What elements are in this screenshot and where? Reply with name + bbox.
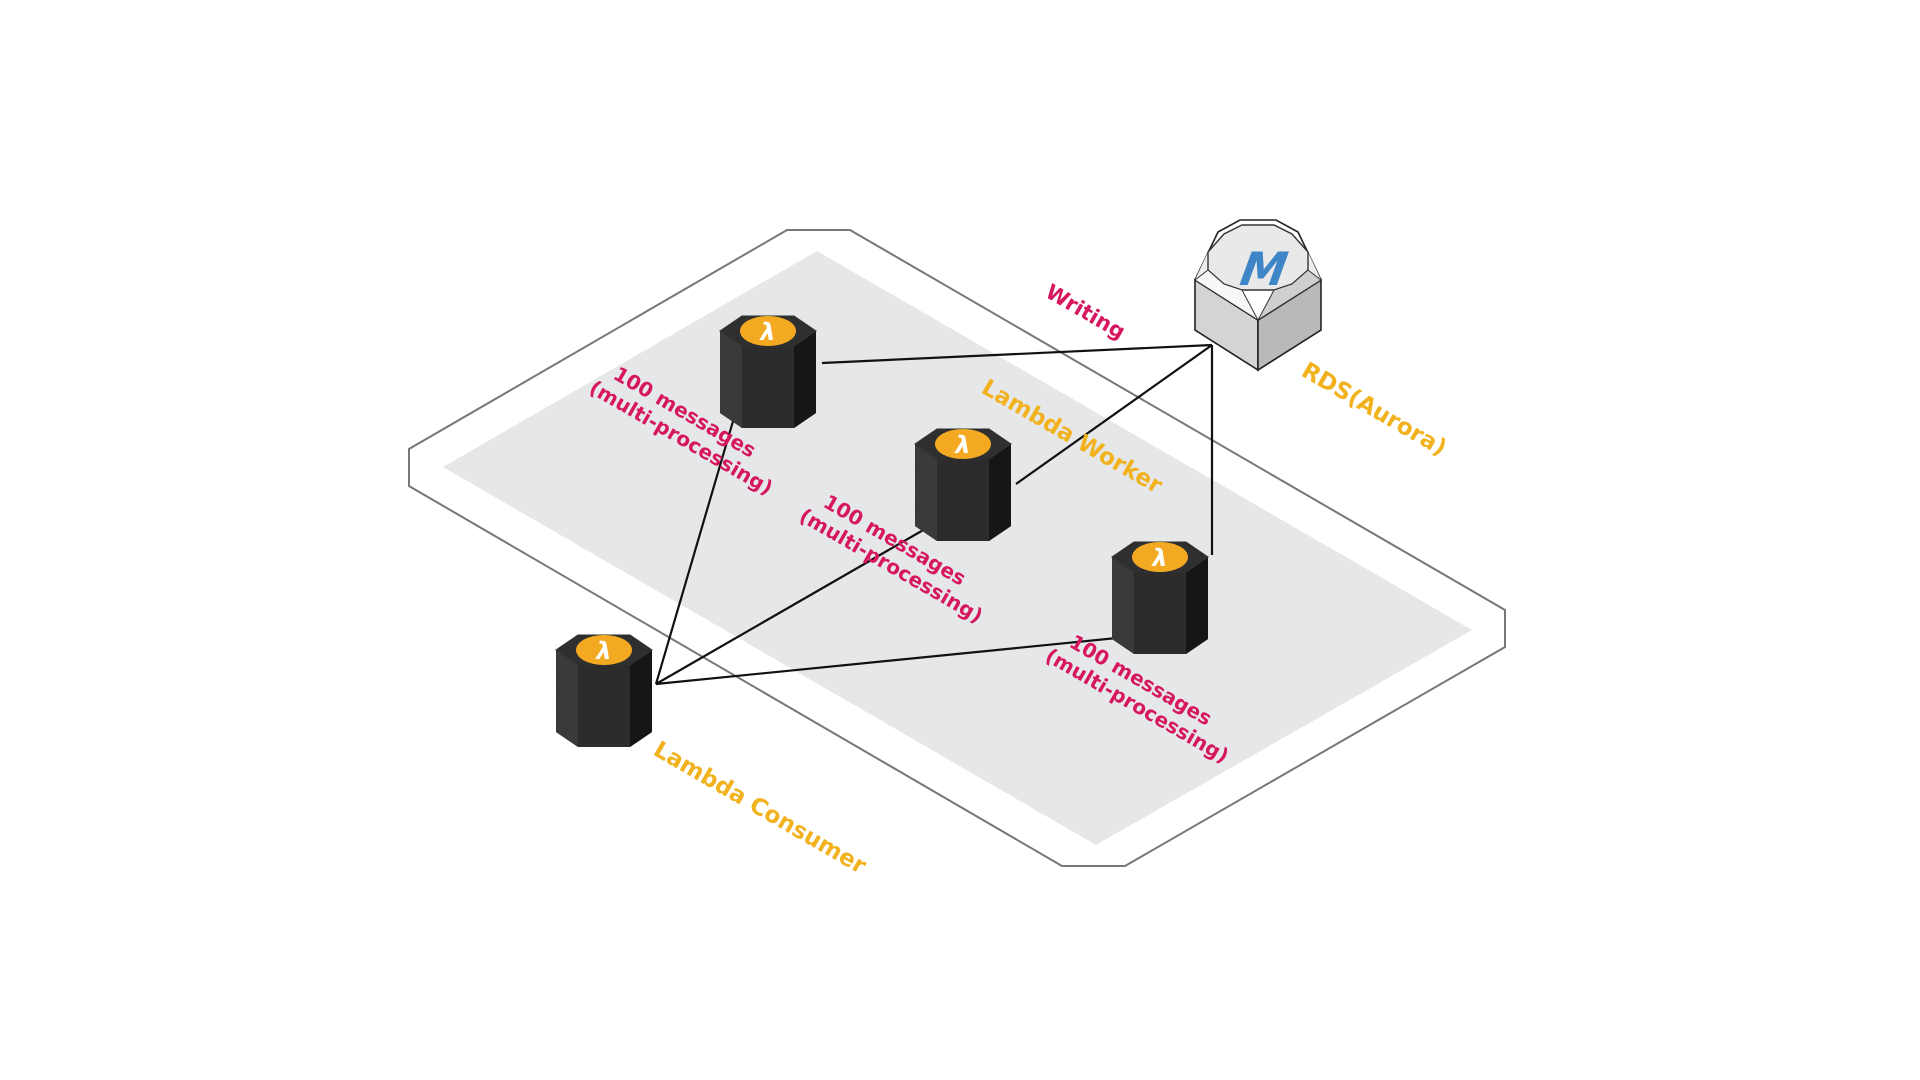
edge-consumer-worker-2 [655,524,933,685]
label-rds-aurora: RDS(Aurora) [1297,358,1451,462]
label-lambda-consumer: Lambda Consumer [649,737,871,880]
region-area [443,251,1472,845]
edge-worker-2-rds [1015,344,1213,485]
lambda-icon [719,315,817,429]
edge-worker-1-rds [821,343,1213,365]
label-writing: Writing [1042,280,1130,345]
rds-aurora-icon: M [1193,219,1323,372]
edge-consumer-worker-3 [655,633,1128,686]
lambda-icon [555,634,653,748]
edge-consumer-worker-1 [654,410,739,685]
lambda-worker-3[interactable] [1111,541,1209,655]
lambda-consumer[interactable] [555,634,653,748]
lambda-icon [914,428,1012,542]
lambda-icon [1111,541,1209,655]
lambda-worker-2[interactable] [914,428,1012,542]
rds-aurora-node[interactable]: M [1193,219,1323,372]
edge-group [654,343,1214,686]
lambda-worker-1[interactable] [719,315,817,429]
